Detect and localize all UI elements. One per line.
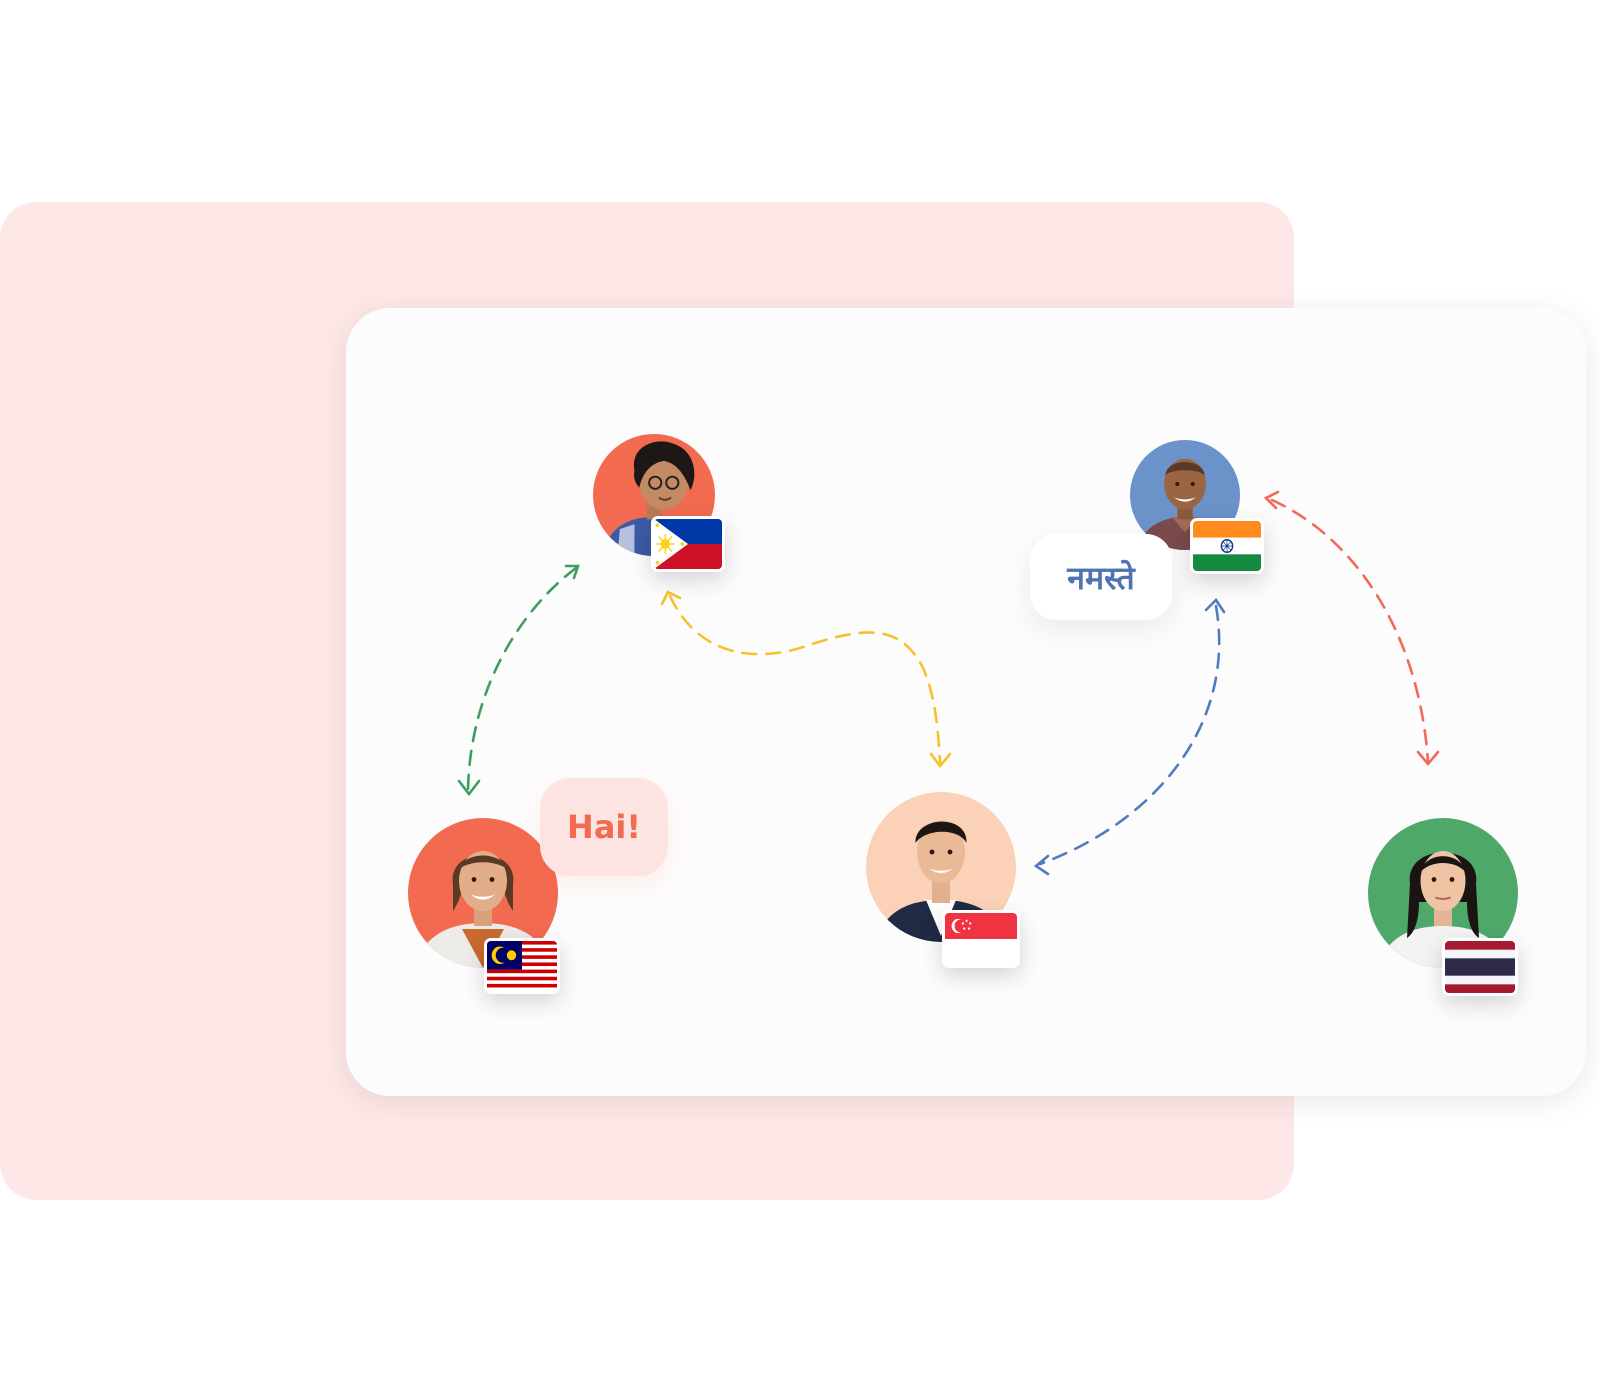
india-flag-icon [1190,518,1264,574]
greeting-bubble-hindi: नमस्ते [1030,534,1172,620]
singapore-flag-icon [942,910,1020,968]
greeting-bubble-malay: Hai! [540,778,668,876]
malaysia-flag-icon [484,938,560,994]
philippines-flag-icon [651,516,725,572]
thailand-flag-icon [1442,938,1518,996]
